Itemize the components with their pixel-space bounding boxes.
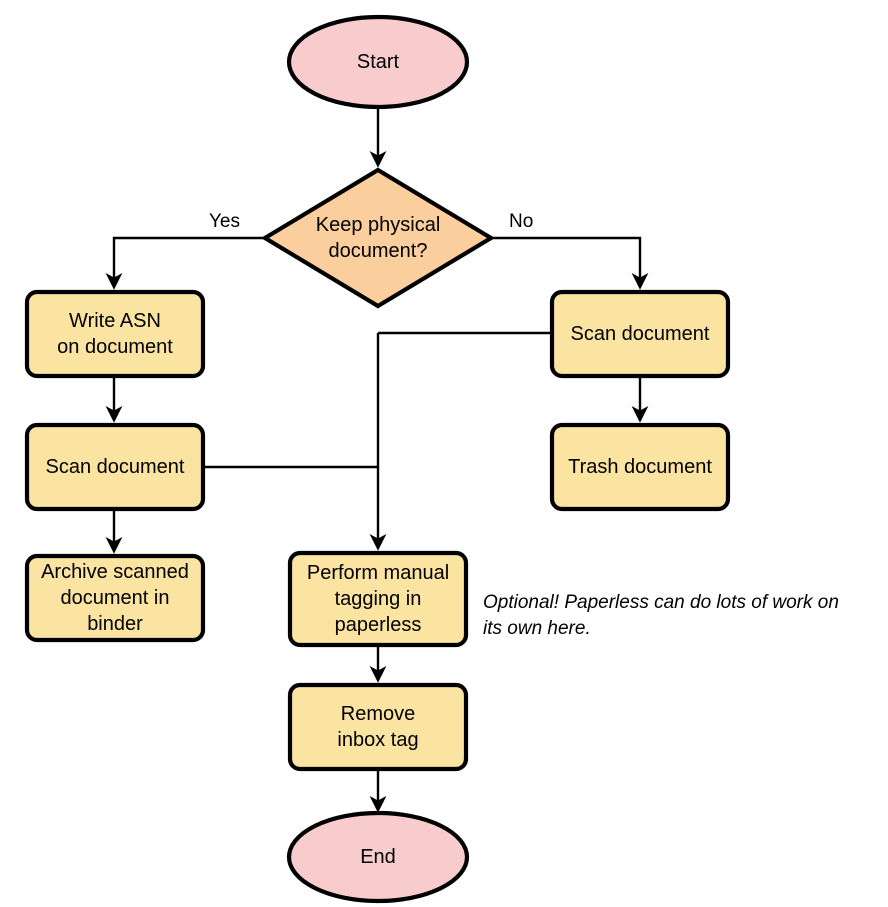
node-trash-shape[interactable] xyxy=(549,422,731,512)
annotation-optional-note: Optional! Paperless can do lots of work … xyxy=(483,592,839,639)
connector-group xyxy=(105,107,649,813)
edge-decision-to-write-asn xyxy=(105,236,265,290)
node-scan-right-shape[interactable] xyxy=(549,289,731,379)
node-end-shape[interactable] xyxy=(286,810,470,904)
node-start-shape[interactable] xyxy=(286,14,470,110)
edge-decision-to-scan-right xyxy=(491,236,649,290)
edge-label-yes: Yes xyxy=(209,211,240,232)
edge-label-no: No xyxy=(509,211,534,232)
node-tagging-shape[interactable] xyxy=(287,550,469,648)
node-decision-shape[interactable] xyxy=(260,167,496,309)
node-archive-shape[interactable] xyxy=(24,553,206,643)
node-remove-inbox-shape[interactable] xyxy=(287,682,469,772)
node-write-asn-shape[interactable] xyxy=(24,289,206,379)
node-scan-left-shape[interactable] xyxy=(24,422,206,512)
